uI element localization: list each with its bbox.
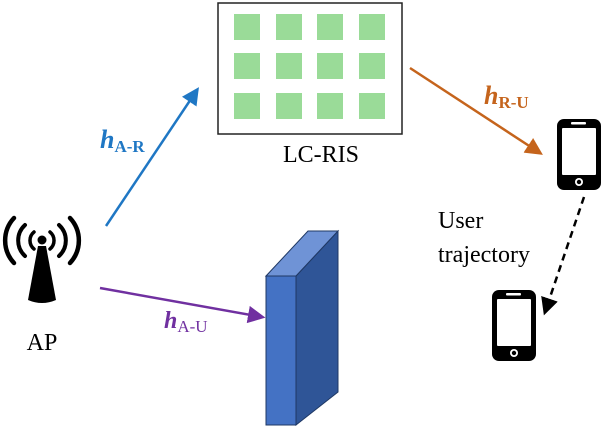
ap-label: AP	[27, 330, 58, 356]
channel-h-ar-label: hA-R	[100, 125, 145, 156]
channel-h-au-arrow	[99, 286, 266, 324]
ris-panel	[217, 2, 403, 135]
wifi-antenna-icon	[2, 215, 82, 303]
channel-h-au-label: hA-U	[164, 308, 208, 336]
ris-label: LC-RIS	[283, 142, 359, 168]
user-trajectory-label-line1: User	[438, 208, 483, 234]
channel-h-ru-arrow	[409, 66, 543, 155]
blocker-block	[264, 229, 340, 427]
smartphone-icon	[492, 290, 536, 361]
channel-h-ar-arrow	[104, 87, 199, 227]
user-trajectory-label-line2: trajectory	[438, 242, 530, 268]
ris-element-grid	[234, 14, 385, 119]
smartphone-icon	[557, 119, 601, 190]
channel-h-ru-label: hR-U	[484, 81, 529, 112]
user-trajectory-arrow	[541, 196, 586, 316]
